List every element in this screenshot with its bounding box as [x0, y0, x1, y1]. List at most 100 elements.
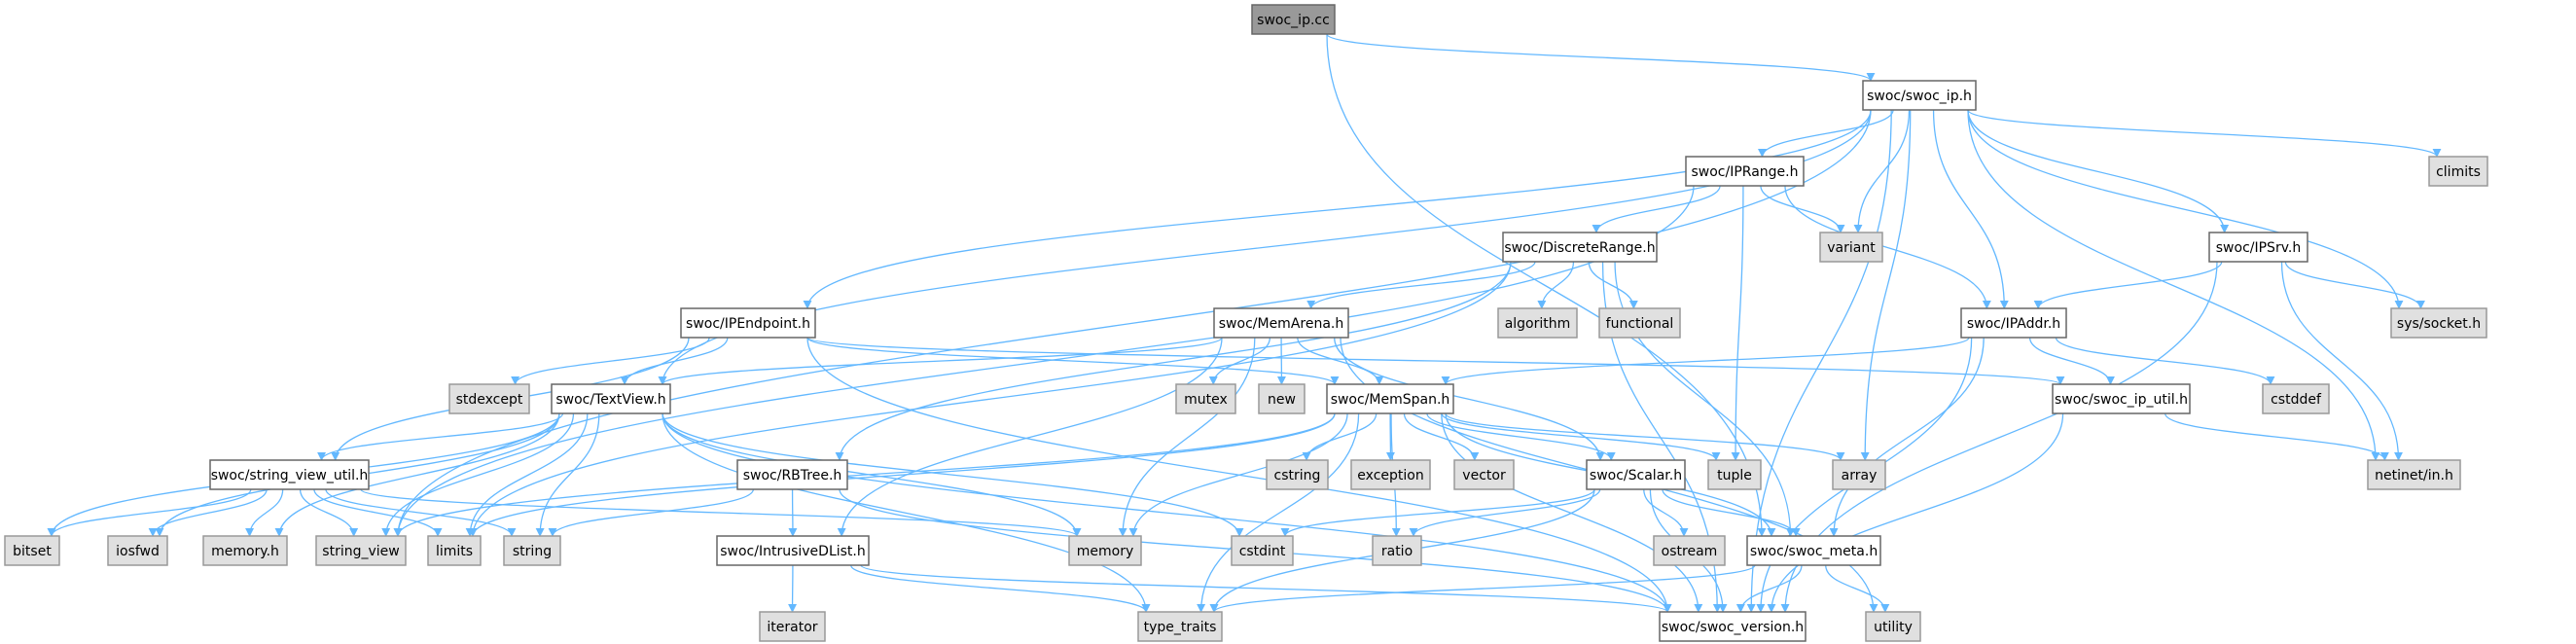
- edge-IPSrv-to-socket: [2284, 261, 2425, 309]
- edge-MemSpan-to-array: [1445, 412, 1845, 461]
- node-box: [107, 535, 168, 566]
- edge-DiscreteRange-to-MemArena: [1306, 261, 1536, 309]
- node-RBTree[interactable]: swoc/RBTree.h: [736, 459, 848, 490]
- node-box: [1372, 535, 1422, 566]
- edge-IPRange-to-tuple: [1731, 185, 1744, 461]
- node-box: [427, 535, 482, 566]
- node-cstddef: cstddef: [2262, 383, 2330, 414]
- edge-Scalar-to-meta: [1662, 488, 1801, 537]
- edge-meta-to-version: [1735, 564, 1803, 613]
- node-box: [1685, 156, 1805, 187]
- node-variant: variant: [1819, 232, 1883, 263]
- edge-meta-to-type_traits: [1209, 564, 1756, 613]
- edge-MemSpan-to-tuple: [1441, 412, 1721, 461]
- edge-IPAddr-to-meta: [1829, 337, 1985, 537]
- edge-IPEndpoint-to-TextView: [620, 337, 729, 385]
- node-IntrusiveDList[interactable]: swoc/IntrusiveDList.h: [716, 535, 870, 566]
- node-box: [1137, 611, 1223, 642]
- node-DiscreteRange[interactable]: swoc/DiscreteRange.h: [1502, 232, 1658, 263]
- node-mutex: mutex: [1175, 383, 1236, 414]
- node-netinet: netinet/in.h: [2367, 459, 2461, 490]
- edge-IPRange-to-IPAddr: [1784, 185, 1991, 309]
- edge-TextView-to-version: [662, 412, 1672, 613]
- node-climits: climits: [2428, 156, 2488, 187]
- node-label: array: [1842, 468, 1878, 483]
- node-label: swoc/TextView.h: [555, 392, 665, 408]
- edge-sv_util-to-limits: [313, 488, 443, 537]
- node-exception: exception: [1350, 459, 1431, 490]
- node-label: functional: [1606, 316, 1674, 332]
- node-label: iosfwd: [116, 544, 160, 559]
- edge-TextView-to-string: [535, 412, 600, 537]
- node-label: swoc/DiscreteRange.h: [1504, 240, 1655, 256]
- node-socket: sys/socket.h: [2390, 307, 2487, 339]
- node-box: [680, 307, 816, 339]
- node-box: [2052, 383, 2191, 414]
- node-IPEndpoint[interactable]: swoc/IPEndpoint.h: [680, 307, 816, 339]
- node-label: swoc_ip.cc: [1257, 13, 1330, 28]
- node-label: swoc/IPSrv.h: [2216, 240, 2301, 256]
- edge-MemArena-to-IntrusiveDList: [837, 337, 1223, 537]
- node-label: algorithm: [1505, 316, 1571, 332]
- edge-root-to-swoc_ip: [1326, 33, 1876, 82]
- node-label: swoc/IPAddr.h: [1967, 316, 2060, 332]
- node-TextView[interactable]: swoc/TextView.h: [551, 383, 671, 414]
- node-MemSpan[interactable]: swoc/MemSpan.h: [1326, 383, 1454, 414]
- node-label: memory: [1077, 544, 1134, 559]
- node-box: [2390, 307, 2487, 339]
- edge-MemArena-to-MemSpan: [1297, 337, 1384, 385]
- node-label: utility: [1874, 620, 1913, 635]
- edge-swoc_ip-to-IPSrv: [1967, 109, 2230, 233]
- node-IPRange[interactable]: swoc/IPRange.h: [1685, 156, 1805, 187]
- node-box: [1213, 307, 1349, 339]
- edge-sv_util-to-iosfwd: [148, 488, 268, 537]
- edge-sv_util-to-bitset: [47, 488, 252, 537]
- edge-root-to-meta: [1326, 33, 1767, 537]
- edge-TextView-to-limits: [465, 412, 589, 537]
- node-algorithm: algorithm: [1497, 307, 1578, 339]
- edge-MemArena-to-TextView: [658, 337, 1223, 385]
- node-box: [1258, 383, 1306, 414]
- edge-MemArena-to-mutex: [1208, 337, 1271, 385]
- edge-IntrusiveDList-to-version: [860, 564, 1672, 613]
- edge-IPSrv-to-netinet: [2280, 261, 2403, 461]
- edge-swoc_ip-to-netinet: [1967, 109, 2380, 461]
- edge-swoc_ip-to-IPRange: [1757, 109, 1894, 158]
- node-box: [1862, 80, 1977, 111]
- node-box: [736, 459, 848, 490]
- edge-TextView-to-memory_h: [274, 412, 560, 537]
- node-box: [4, 535, 60, 566]
- node-version[interactable]: swoc/swoc_version.h: [1659, 611, 1807, 642]
- edge-sv_util-to-memory: [360, 488, 1082, 537]
- node-ostream: ostream: [1653, 535, 1726, 566]
- edge-IPRange-to-DiscreteRange: [1592, 185, 1721, 233]
- edge-ip_util-to-version: [1767, 412, 2064, 613]
- node-box: [1350, 459, 1431, 490]
- node-label: iterator: [767, 620, 817, 635]
- edge-meta-to-utility: [1825, 564, 1890, 613]
- edge-swoc_ip-to-array: [1860, 109, 1912, 461]
- edge-swoc_ip-to-version: [1746, 109, 1892, 613]
- node-ip_util[interactable]: swoc/swoc_ip_util.h: [2052, 383, 2191, 414]
- node-label: cstddef: [2271, 392, 2322, 408]
- node-box: [1251, 4, 1336, 35]
- edge-IPAddr-to-MemSpan: [1441, 337, 1970, 385]
- node-label: cstring: [1274, 468, 1321, 483]
- node-label: swoc/RBTree.h: [743, 468, 842, 483]
- node-MemArena[interactable]: swoc/MemArena.h: [1213, 307, 1349, 339]
- node-IPSrv[interactable]: swoc/IPSrv.h: [2208, 232, 2308, 263]
- node-type_traits: type_traits: [1137, 611, 1223, 642]
- node-Scalar[interactable]: swoc/Scalar.h: [1586, 459, 1686, 490]
- node-box: [1231, 535, 1294, 566]
- edge-MemSpan-to-cstring: [1302, 412, 1377, 461]
- node-label: swoc/swoc_ip_util.h: [2055, 392, 2188, 408]
- node-sv_util[interactable]: swoc/string_view_util.h: [209, 459, 370, 490]
- node-IPAddr[interactable]: swoc/IPAddr.h: [1960, 307, 2067, 339]
- node-label: limits: [436, 544, 473, 559]
- node-string_view: string_view: [315, 535, 407, 566]
- node-meta[interactable]: swoc/swoc_meta.h: [1746, 535, 1881, 566]
- node-swoc_ip[interactable]: swoc/swoc_ip.h: [1862, 80, 1977, 111]
- edge-IntrusiveDList-to-type_traits: [850, 564, 1151, 613]
- node-root[interactable]: swoc_ip.cc: [1251, 4, 1336, 35]
- edge-swoc_ip-to-variant: [1853, 109, 1911, 233]
